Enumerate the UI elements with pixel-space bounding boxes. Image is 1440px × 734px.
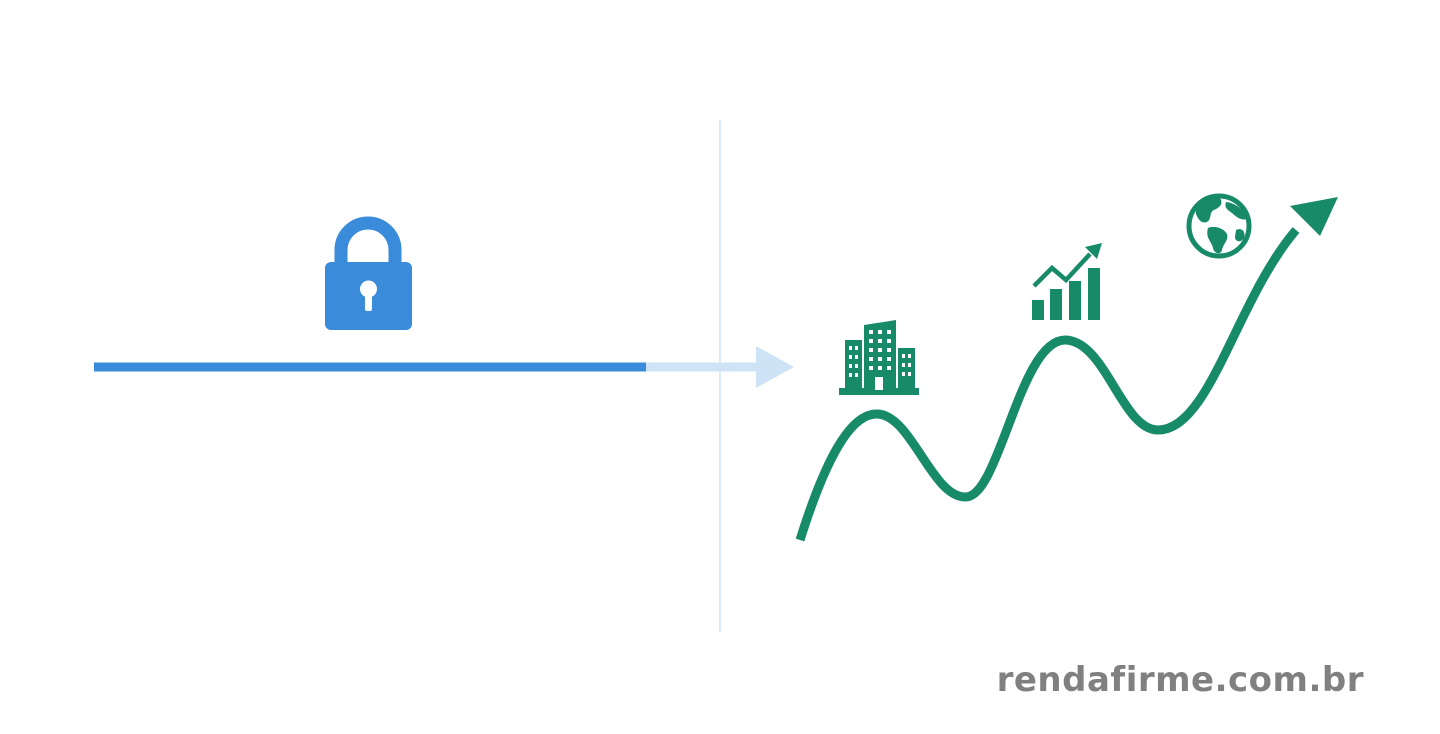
growth-panel (795, 193, 1338, 542)
growth-curve (795, 227, 1300, 542)
bar-chart-growth-icon (1032, 243, 1102, 320)
buildings-icon (839, 320, 919, 395)
lock-icon (325, 216, 412, 330)
globe-icon (1186, 193, 1252, 259)
locked-panel (94, 216, 794, 388)
watermark: rendafirme.com.br (996, 660, 1364, 700)
arrow-up-right-icon (1290, 197, 1338, 236)
track-arrowhead (756, 346, 794, 388)
